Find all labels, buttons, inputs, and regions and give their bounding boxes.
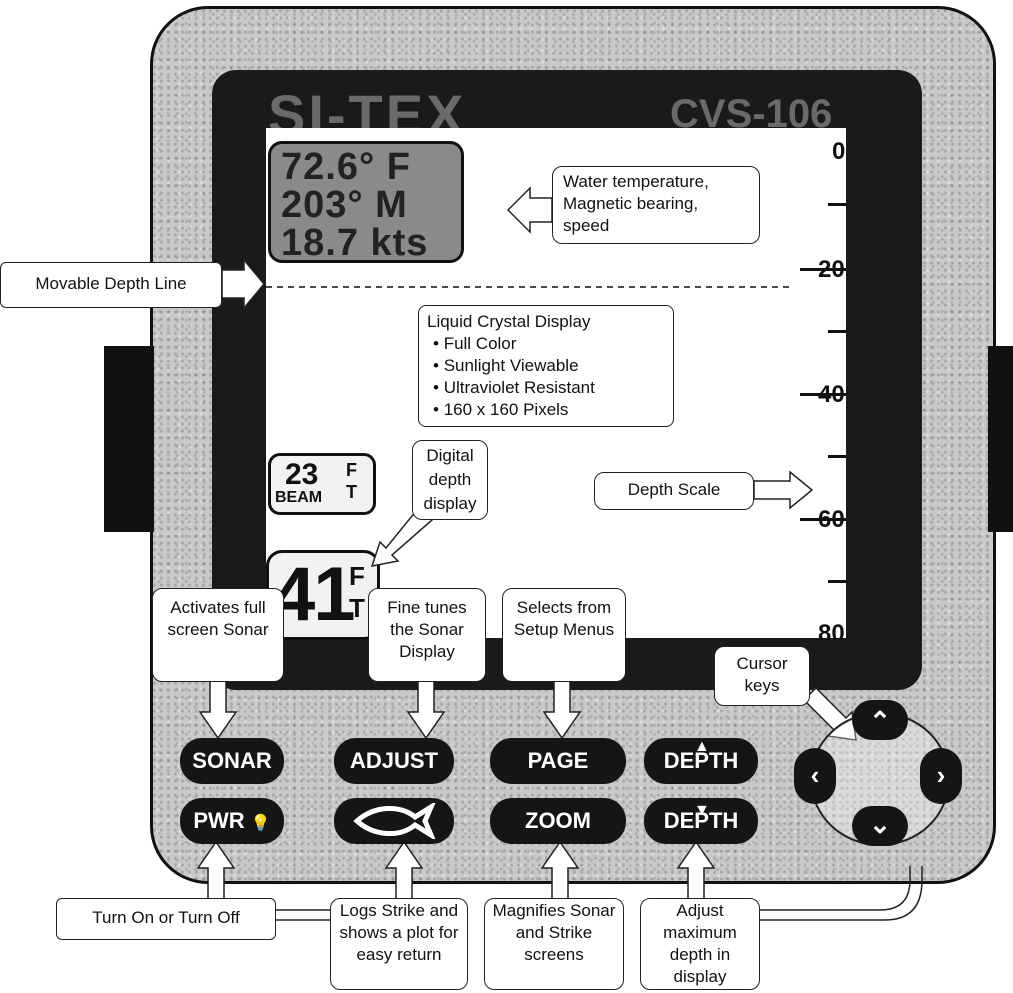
depth-tick (800, 268, 846, 271)
page-arrow (542, 679, 582, 740)
zoom-key[interactable]: ZOOM (490, 798, 626, 844)
sonar-callout: Activates full screen Sonar (152, 588, 284, 682)
depth-tick (800, 518, 846, 521)
fish-key[interactable] (334, 798, 454, 844)
beam-unit-top: F (346, 460, 357, 480)
lcd-feature-list: Full Color Sunlight Viewable Ultraviolet… (427, 333, 665, 421)
cursor-callout: Cursor keys (714, 646, 810, 706)
adjust-callout: Fine tunes the Sonar Display (368, 588, 486, 682)
depth-up-label: DEPTH (663, 748, 739, 773)
cursor-pad: ⌃ ⌄ ‹ › (788, 700, 968, 850)
sonar-key[interactable]: SONAR (180, 738, 284, 784)
bearing-readout: 203° M (281, 184, 408, 226)
depth-line-arrow (221, 257, 265, 311)
depth-label: 20 (818, 256, 845, 283)
arrow-up-icon: ▲ (694, 738, 710, 755)
depth-label: 60 (818, 506, 845, 533)
lcd-feature: Sunlight Viewable (433, 355, 665, 377)
power-key[interactable]: PWR 💡 (180, 798, 284, 844)
depth-adjust-callout: Adjust maximum depth in display (640, 898, 760, 990)
zoom-callout: Magnifies Sonar and Strike screens (484, 898, 624, 990)
arrow-left-icon[interactable]: ‹ (794, 748, 836, 804)
depth-down-key[interactable]: ▼ DEPTH (644, 798, 758, 844)
adjust-key[interactable]: ADJUST (334, 738, 454, 784)
lcd-feature: 160 x 160 Pixels (433, 399, 665, 421)
depth-tick (800, 393, 846, 396)
fish-icon (353, 800, 437, 842)
water-temp-callout: Water temperature, Magnetic bearing, spe… (552, 166, 760, 244)
digital-depth-unit-top: F (349, 561, 365, 591)
power-label: PWR (193, 808, 245, 833)
arrow-right-icon[interactable]: › (920, 748, 962, 804)
beam-value: 23 (285, 458, 319, 491)
temperature-readout: 72.6° F (281, 146, 411, 188)
zoom-arrow (540, 840, 580, 901)
power-callout: Turn On or Turn Off (56, 898, 276, 940)
adjust-arrow (406, 679, 446, 740)
light-bulb-icon: 💡 (250, 815, 271, 832)
depth-tick (828, 580, 846, 583)
depth-tick (828, 330, 846, 333)
page-callout: Selects from Setup Menus (502, 588, 626, 682)
arrow-down-icon: ▼ (694, 802, 710, 819)
lcd-title: Liquid Crystal Display (427, 312, 591, 331)
arrow-down-icon[interactable]: ⌄ (852, 806, 908, 846)
lcd-feature: Ultraviolet Resistant (433, 377, 665, 399)
depth-scale-arrow (753, 470, 814, 510)
lcd-feature-box: Liquid Crystal Display Full Color Sunlig… (418, 305, 674, 427)
digital-depth-callout: Digital depth display (412, 440, 488, 520)
beam-unit-bottom: T (346, 482, 357, 502)
digital-depth-value: 41 (273, 552, 356, 637)
cable (760, 866, 923, 921)
fish-arrow (384, 840, 424, 901)
right-mount-tab (988, 346, 1013, 532)
speed-readout: 18.7 kts (281, 222, 429, 264)
depth-up-key[interactable]: ▲ DEPTH (644, 738, 758, 784)
depth-label: 40 (818, 381, 845, 408)
page-key[interactable]: PAGE (490, 738, 626, 784)
beam-label: BEAM (275, 489, 323, 506)
sonar-arrow (198, 679, 238, 740)
fish-callout: Logs Strike and shows a plot for easy re… (330, 898, 468, 990)
depth-tick (828, 203, 846, 206)
left-mount-tab (104, 346, 154, 532)
water-temp-arrow (506, 186, 553, 234)
beam-readout: 23 BEAM F T (268, 453, 376, 515)
digital-depth-readout: 41 F T (266, 550, 380, 640)
digital-depth-unit-bottom: T (349, 593, 365, 623)
readout-box: 72.6° F 203° M 18.7 kts (268, 141, 464, 263)
cable (760, 866, 911, 911)
depth-tick (828, 455, 846, 458)
lcd-feature: Full Color (433, 333, 665, 355)
arrow-up-icon[interactable]: ⌃ (852, 700, 908, 740)
depth-scale-callout: Depth Scale (594, 472, 754, 510)
depth-line-callout: Movable Depth Line (0, 262, 222, 308)
depth-down-arrow (676, 840, 716, 901)
depth-label: 80 (818, 620, 845, 647)
power-arrow (196, 840, 236, 901)
depth-down-label: DEPTH (663, 808, 739, 833)
depth-label: 0 (832, 138, 846, 165)
